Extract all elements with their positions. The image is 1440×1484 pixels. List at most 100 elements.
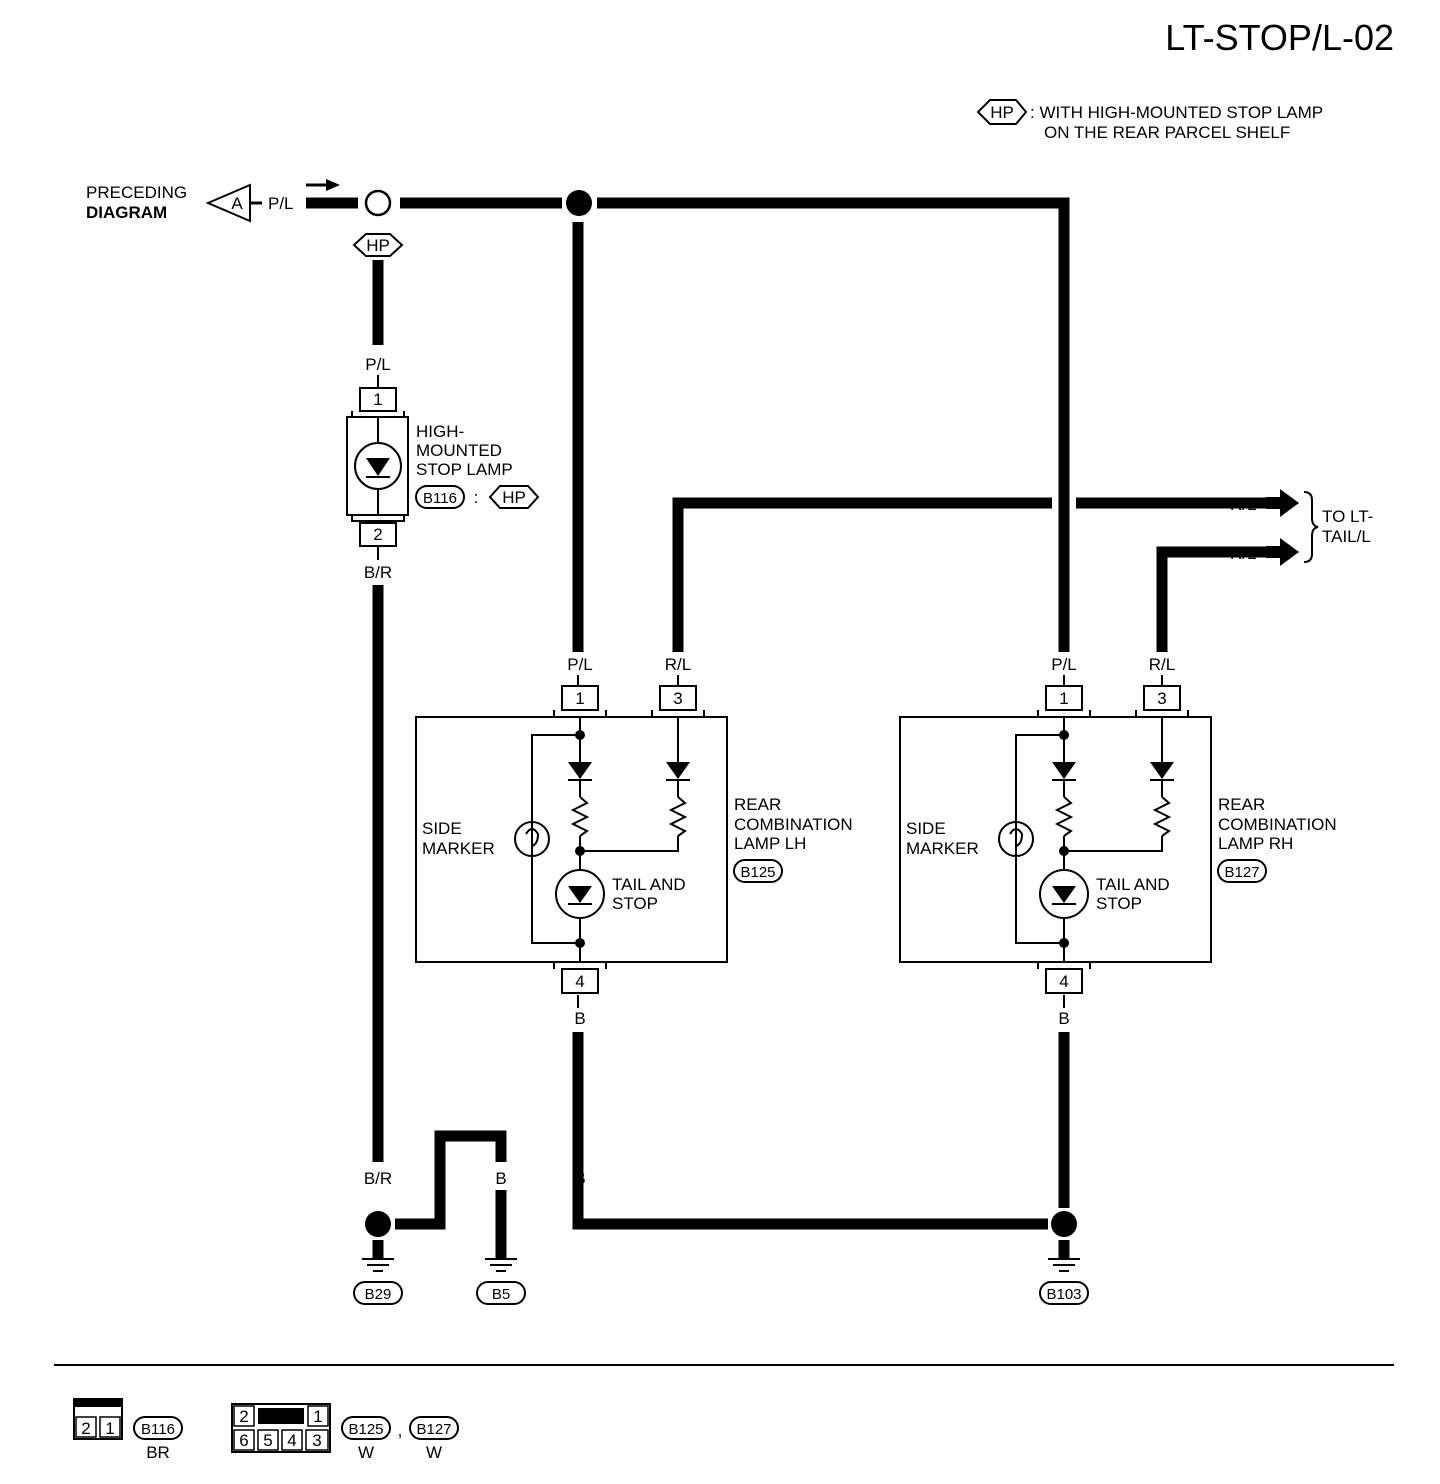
lh-wire1: P/L <box>567 655 593 674</box>
c2-top-a: 2 <box>239 1407 248 1426</box>
ground-wire-b2: B <box>495 1169 506 1188</box>
rh-wire1: P/L <box>1051 655 1077 674</box>
connector-arrow-icon <box>205 183 251 223</box>
open-splice <box>364 189 392 217</box>
rh-pin3: 3 <box>1157 689 1166 708</box>
diode-icon <box>1052 762 1076 779</box>
wire-b-jumper <box>395 1130 507 1230</box>
hp-tag-label: HP <box>366 236 390 255</box>
hp-tag-icon <box>488 485 540 509</box>
c2-id-a: B125 <box>348 1421 383 1438</box>
c2-id-b: B127 <box>416 1421 451 1438</box>
hmsl-condition: HP <box>502 488 526 507</box>
preceding-label-2: DIAGRAM <box>86 203 167 222</box>
hmsl-pin2: 2 <box>373 525 382 544</box>
c2-badge-a <box>341 1416 391 1440</box>
ground-splice-b103 <box>1051 1211 1077 1237</box>
hmsl-name-3: STOP LAMP <box>416 460 513 479</box>
lh-wire3: R/L <box>665 655 691 674</box>
preceding-diagram: PRECEDING DIAGRAM A P/L <box>86 179 340 223</box>
rh-name-3: LAMP RH <box>1218 834 1293 853</box>
diode-icon <box>666 762 690 779</box>
hmsl-name-2: MOUNTED <box>416 441 502 460</box>
legend-text-1: : WITH HIGH-MOUNTED STOP LAMP <box>1030 103 1323 122</box>
c1-pin-a: 2 <box>81 1419 90 1438</box>
c2-bottom-d: 3 <box>312 1431 321 1450</box>
c2-top-b: 1 <box>313 1407 322 1426</box>
arrow-right-icon <box>1280 489 1299 517</box>
hmsl-separator: : <box>474 488 479 507</box>
legend-text-2: ON THE REAR PARCEL SHELF <box>1044 123 1290 142</box>
to-tail-wire-upper: R/L <box>1230 495 1256 514</box>
rh-wire3: R/L <box>1149 655 1175 674</box>
to-tail-label-1: TO LT- <box>1322 507 1373 526</box>
ground-wire-br: B/R <box>364 1169 392 1188</box>
preceding-label-1: PRECEDING <box>86 183 187 202</box>
diode-icon <box>1150 762 1174 779</box>
rear-combination-lamp-rh: P/L R/L 1 3 4 B <box>899 655 1337 1028</box>
wire-rl-rh <box>1156 546 1268 652</box>
lh-wire4: B <box>574 1009 585 1028</box>
ground-b29-badge <box>353 1281 403 1305</box>
c2-bottom-b: 5 <box>263 1431 272 1450</box>
rear-combination-lamp-lh: P/L R/L 1 3 4 B <box>415 655 853 1028</box>
c1-id: B116 <box>141 1421 175 1438</box>
c2-color-a: W <box>358 1443 374 1462</box>
wire-b-lh <box>572 1032 1048 1230</box>
wires <box>306 197 1268 1258</box>
lh-pin3: 3 <box>673 689 682 708</box>
preceding-wire-label: P/L <box>268 194 294 213</box>
rh-name-1: REAR <box>1218 795 1265 814</box>
c2-separator: , <box>398 1421 403 1440</box>
rh-body <box>899 716 1212 963</box>
lh-side-marker-1: SIDE <box>422 819 462 838</box>
wire-pl-rh <box>597 197 1070 652</box>
to-tail-label-2: TAIL/L <box>1322 527 1371 546</box>
connector-b125-badge <box>733 859 783 883</box>
ground-b103: B103 <box>1046 1286 1081 1303</box>
ground-wire-rh: B <box>1058 1169 1069 1188</box>
hmsl-wire-bottom: B/R <box>364 563 392 582</box>
lh-tail-2: STOP <box>612 894 658 913</box>
c1-color: BR <box>146 1443 170 1462</box>
rh-pin1: 1 <box>1059 689 1068 708</box>
hmsl-pin2-box <box>359 522 397 547</box>
rh-side-marker-1: SIDE <box>906 819 946 838</box>
wire-rl-lh <box>672 497 1052 652</box>
hp-tag-icon <box>976 99 1028 125</box>
brace-icon <box>1303 491 1319 563</box>
hmsl-wire-top: P/L <box>365 355 391 374</box>
c2-badge-b <box>409 1416 459 1440</box>
rh-name-2: COMBINATION <box>1218 815 1337 834</box>
ground-wire-b1: B <box>434 1169 445 1188</box>
connector-b116-badge <box>415 485 465 509</box>
rh-tail-2: STOP <box>1096 894 1142 913</box>
c2-color-b: W <box>426 1443 442 1462</box>
lh-pin4: 4 <box>575 972 584 991</box>
hmsl-name-1: HIGH- <box>416 422 464 441</box>
tail-stop-led-icon <box>1052 886 1076 903</box>
side-marker-bulb-icon <box>514 821 550 857</box>
ground-wire-lh: B <box>574 1169 585 1188</box>
c2-bottom-a: 6 <box>239 1431 248 1450</box>
lh-pin1: 1 <box>575 689 584 708</box>
c1-pin-b: 1 <box>105 1419 114 1438</box>
hmsl-connector: B116 <box>423 490 457 507</box>
rh-connector: B127 <box>1224 864 1259 881</box>
lh-body <box>415 716 728 963</box>
hmsl-pin1-box <box>359 387 397 412</box>
c1-badge <box>133 1416 183 1440</box>
rh-pin4: 4 <box>1059 972 1068 991</box>
ground-b5: B5 <box>492 1286 510 1303</box>
arrow-right-icon <box>1280 538 1299 566</box>
tail-stop-led-icon <box>568 886 592 903</box>
ground-splice-b29 <box>365 1211 391 1237</box>
to-tail-wire-lower: R/L <box>1230 544 1256 563</box>
lh-name-1: REAR <box>734 795 781 814</box>
rh-wire4: B <box>1058 1009 1069 1028</box>
rh-tail-1: TAIL AND <box>1096 875 1170 894</box>
lh-side-marker-2: MARKER <box>422 839 495 858</box>
preceding-connector: A <box>231 194 243 213</box>
rh-side-marker-2: MARKER <box>906 839 979 858</box>
